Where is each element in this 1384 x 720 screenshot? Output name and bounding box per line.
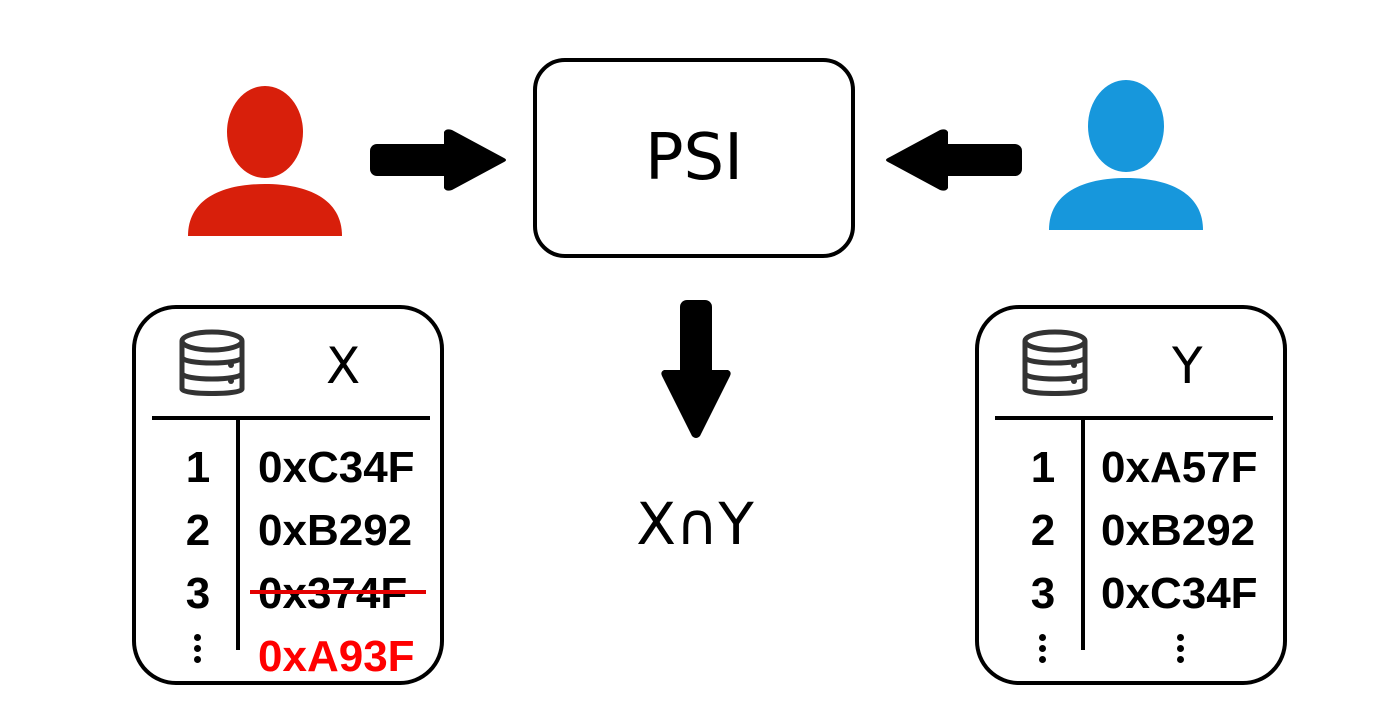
arrow-down-icon [661,300,731,438]
row-value: 0xB292 [1101,506,1256,555]
strikethrough-line [250,590,426,594]
row-value-struck: 0x374F [258,569,408,618]
table-column-divider [1081,420,1085,650]
table-header-divider [995,416,1273,420]
dataset-header-y: Y [1172,337,1203,395]
user-icon-party-y [1049,80,1203,230]
database-icon [179,329,245,396]
row-value: 0xA57F [1101,443,1258,492]
row-index-ellipsis [1039,634,1047,667]
dataset-panel-x: X 1 0xC34F 2 0xB292 3 0x374F 0xA93F [132,305,444,685]
psi-process-box: PSI [533,58,855,258]
user-icon-party-x [188,86,342,236]
row-index: 3 [1030,569,1056,618]
row-value: 0xC34F [258,443,415,492]
table-header-divider [152,416,430,420]
row-index: 2 [1030,506,1056,555]
dataset-panel-y: Y 1 0xA57F 2 0xB292 3 0xC34F [975,305,1287,685]
row-index: 1 [185,443,211,492]
row-value-highlighted: 0xA93F [258,632,415,681]
row-index-ellipsis [194,634,202,667]
dataset-header-x: X [326,337,361,395]
intersection-result-label: X∩Y [636,490,754,558]
database-icon [1022,329,1088,396]
table-column-divider [236,420,240,650]
row-value-ellipsis [1177,634,1185,667]
arrow-right-icon [370,129,506,191]
row-value: 0xC34F [1101,569,1258,618]
arrow-left-icon [886,129,1022,191]
row-index: 1 [1030,443,1056,492]
row-index: 2 [185,506,211,555]
row-value: 0xB292 [258,506,413,555]
row-index: 3 [185,569,211,618]
psi-label: PSI [644,121,744,195]
